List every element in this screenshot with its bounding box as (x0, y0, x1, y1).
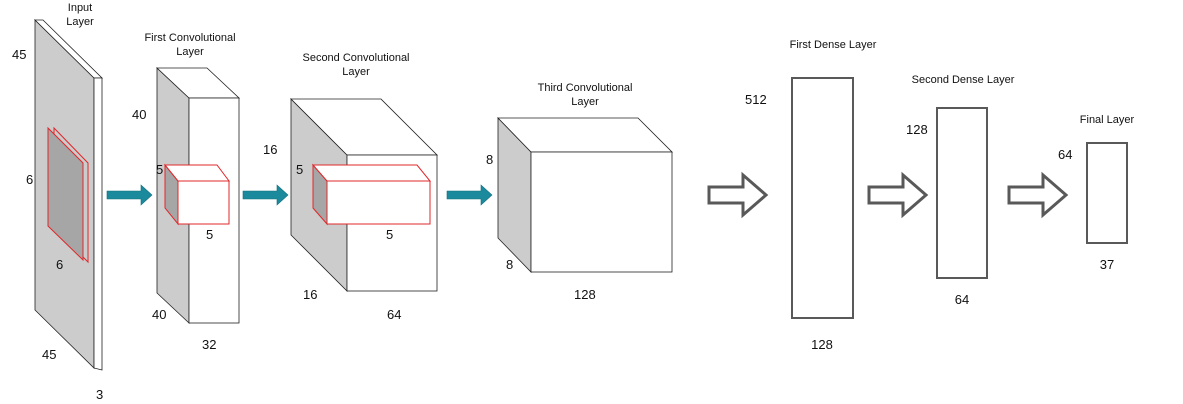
conv3-width-label: 8 (506, 257, 513, 272)
conv1-kernel-depth-label: 5 (206, 227, 213, 242)
conv2-block (290, 98, 438, 292)
conv1-width-label: 40 (152, 307, 166, 322)
dense1-bottom-label: 128 (811, 337, 833, 352)
dense2-block (936, 107, 988, 279)
conv2-width-label: 16 (303, 287, 317, 302)
conv2-depth-label: 64 (387, 307, 401, 322)
input-depth-label: 3 (96, 387, 103, 402)
dense1-block (791, 77, 854, 319)
hollow-arrow-icon (1007, 171, 1069, 219)
conv1-height-label: 40 (132, 107, 146, 122)
dense2-units-label: 128 (906, 122, 928, 137)
teal-arrow-icon (242, 184, 289, 206)
conv2-kernel-depth-label: 5 (386, 227, 393, 242)
conv1-depth-label: 32 (202, 337, 216, 352)
input-layer-title-line1: Input (68, 2, 92, 14)
input-width-label: 45 (42, 347, 56, 362)
teal-arrow-icon (446, 184, 493, 206)
conv1-title-line1: First Convolutional (144, 32, 235, 44)
input-layer (34, 19, 103, 371)
final-title: Final Layer (1080, 114, 1135, 126)
dense2-title: Second Dense Layer (912, 74, 1015, 86)
conv1-kernel-front (177, 180, 230, 225)
input-kernel-width-label: 6 (56, 257, 63, 272)
conv2-title-line1: Second Convolutional (302, 52, 409, 64)
final-block (1086, 142, 1128, 244)
conv2-height-label: 16 (263, 142, 277, 157)
conv1-title-line2: Layer (176, 46, 204, 58)
dense1-title: First Dense Layer (790, 39, 877, 51)
conv1-kernel-height-label: 5 (156, 162, 163, 177)
input-layer-title-line2: Layer (66, 16, 94, 28)
conv3-height-label: 8 (486, 152, 493, 167)
final-bottom-label: 37 (1100, 257, 1114, 272)
hollow-arrow-icon (867, 171, 929, 219)
conv3-title-line1: Third Convolutional (538, 82, 633, 94)
hollow-arrow-icon (707, 171, 769, 219)
conv2-kernel-top (311, 164, 432, 182)
input-height-label: 45 (12, 47, 26, 62)
conv3-title-line2: Layer (571, 96, 599, 108)
conv3-front-face (530, 151, 673, 273)
input-layer-side-face (93, 77, 103, 371)
conv2-kernel-front (326, 180, 431, 225)
conv3-block (497, 117, 673, 273)
conv2-title-line2: Layer (342, 66, 370, 78)
teal-arrow-icon (106, 184, 153, 206)
conv2-kernel-height-label: 5 (296, 162, 303, 177)
input-kernel-height-label: 6 (26, 172, 33, 187)
conv1-block (155, 67, 241, 324)
input-kernel (47, 126, 84, 262)
dense2-bottom-label: 64 (955, 292, 969, 307)
dense1-units-label: 512 (745, 92, 767, 107)
conv3-depth-label: 128 (574, 287, 596, 302)
final-units-label: 64 (1058, 147, 1072, 162)
